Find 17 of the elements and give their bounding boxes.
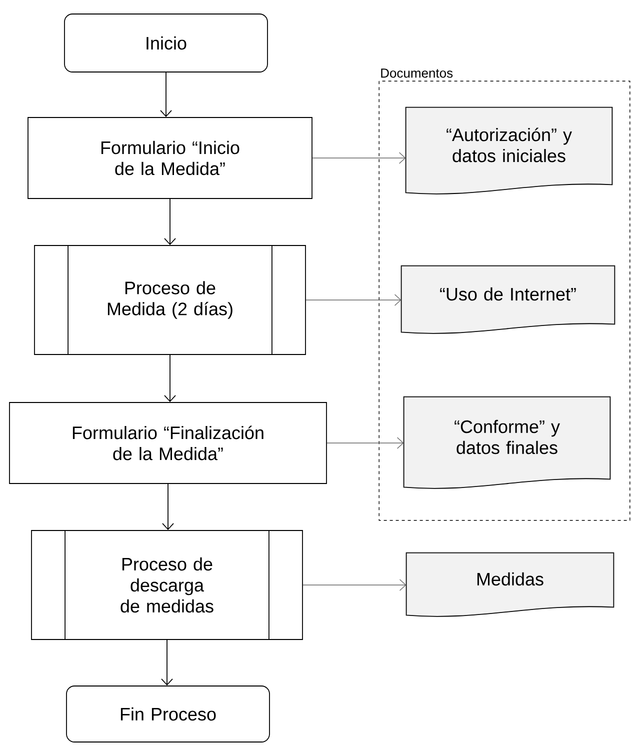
arrow [326,437,404,449]
arrow [312,152,406,164]
arrow [306,294,402,306]
arrow [164,198,176,246]
group-heading: Documentos [381,68,453,78]
terminal-box: Inicio [64,14,268,72]
arrow [160,72,172,118]
subprocess-box: Proceso de descarga de medidas [31,530,303,640]
dashed-group-frame [378,80,630,521]
arrow [164,354,176,402]
subprocess-box: Proceso de Medida (2 días) [34,244,306,356]
process-box: Formulario “Finalización de la Medida” [9,402,327,484]
terminal-box: Fin Proceso [66,686,270,742]
process-box: Formulario “Inicio de la Medida” [28,117,312,199]
arrow [161,640,173,686]
arrow [302,579,406,591]
arrow [162,484,174,530]
